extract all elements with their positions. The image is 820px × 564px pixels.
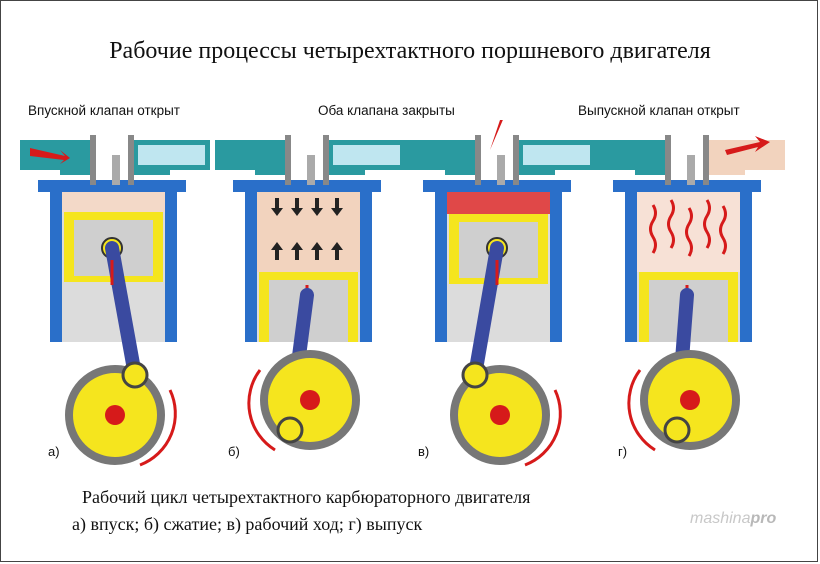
engine-stage-d [595, 135, 785, 452]
stage-b-label: Оба клапана закрыты [318, 103, 455, 118]
rotation-arrow [139, 389, 177, 467]
spark-icon [485, 120, 503, 150]
engine-stage-b [215, 135, 405, 452]
intake-arrow [30, 148, 70, 164]
watermark-part2: pro [750, 510, 777, 527]
stage-d-letter: г) [618, 444, 628, 459]
exhaust-gas [649, 199, 727, 257]
engine-stage-a [20, 135, 210, 467]
watermark-logo: mashinapro [690, 510, 776, 528]
stage-a-letter: а) [48, 444, 60, 459]
stage-b-letter: б) [228, 444, 240, 459]
stage-d-label: Выпускной клапан открыт [578, 103, 740, 118]
compression-arrows [271, 198, 343, 260]
connecting-rod [105, 241, 142, 382]
diagram-title: Рабочие процессы четырехтактного поршнев… [109, 38, 711, 64]
exhaust-arrow [725, 136, 770, 155]
stage-c-letter: в) [418, 444, 430, 459]
stage-a-label: Впускной клапан открыт [28, 103, 180, 118]
watermark-part1: mashina [690, 510, 751, 527]
cylinder-wall-left [50, 192, 62, 342]
caption-line-2: а) впуск; б) сжатие; в) рабочий ход; г) … [72, 514, 423, 534]
cylinder-wall-right [165, 192, 177, 342]
caption-line-1: Рабочий цикл четырехтактного карбюраторн… [82, 487, 531, 507]
engine-stage-c [405, 120, 595, 467]
